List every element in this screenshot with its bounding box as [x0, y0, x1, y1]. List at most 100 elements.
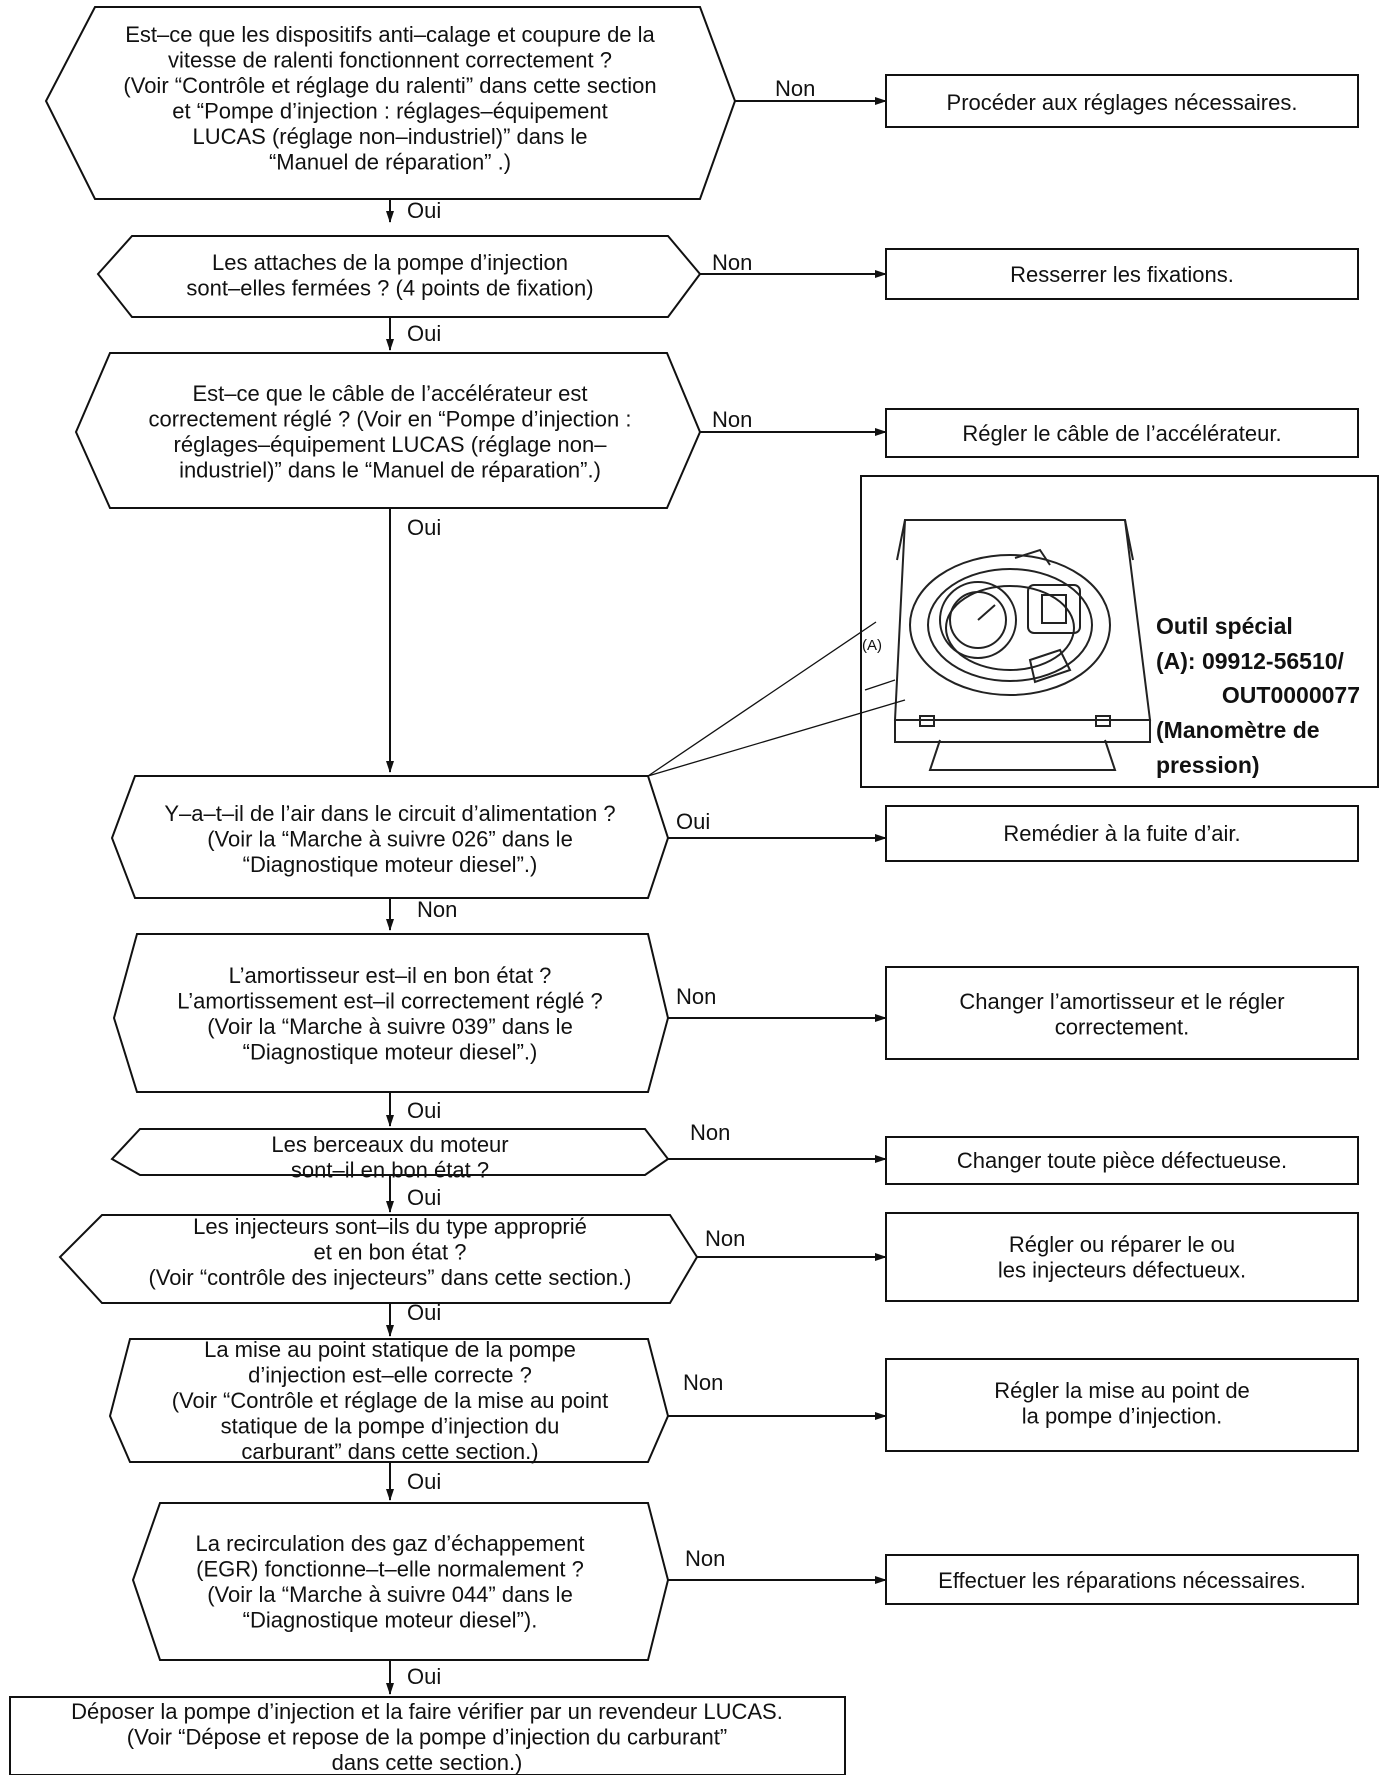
decision-3-line: industriel)” dans le “Manuel de réparati…	[179, 458, 601, 483]
decision-1-line: Est–ce que les dispositifs anti–calage e…	[125, 22, 655, 47]
decision-9-line: La recirculation des gaz d’échappement	[196, 1531, 585, 1556]
action-1-box	[885, 74, 1359, 128]
final-action-box	[9, 1696, 846, 1775]
decision-1-line: LUCAS (réglage non–industriel)” dans le	[193, 124, 588, 149]
decision-7-branch-label: Non	[705, 1226, 745, 1251]
tool-callout-lines	[647, 621, 906, 777]
decision-9-next-label: Oui	[407, 1664, 441, 1689]
decision-1-next-label: Oui	[407, 198, 441, 223]
decision-2-line: Les attaches de la pompe d’injection	[212, 250, 568, 275]
decision-5-line: L’amortisseur est–il en bon état ?	[229, 963, 552, 988]
decision-6-shape	[110, 1128, 670, 1176]
decision-6-next-label: Oui	[407, 1185, 441, 1210]
decision-8-next-label: Oui	[407, 1469, 441, 1494]
branch-label-layer: NonOuiNonOuiNonOuiOuiNonNonOuiNonOuiNonO…	[407, 76, 815, 1689]
decision-1-line: “Manuel de réparation” .)	[269, 150, 511, 175]
decision-8-line: statique de la pompe d’injection du	[221, 1414, 560, 1439]
tool-caption-line-3: OUT0000077	[1222, 682, 1360, 708]
action-2-box	[885, 248, 1359, 300]
decision-8-line: La mise au point statique de la pompe	[204, 1337, 576, 1362]
action-5-line: correctement.	[1055, 1015, 1190, 1040]
action-text-layer: Procéder aux réglages nécessaires. Resser…	[71, 90, 1306, 1775]
decision-8-line: (Voir “Contrôle et réglage de la mise au…	[172, 1388, 609, 1413]
decision-7-shape	[58, 1214, 699, 1304]
action-3-box	[885, 408, 1359, 458]
tool-caption-line-4: (Manomètre de	[1156, 717, 1320, 743]
action-8-line: Régler la mise au point de	[994, 1378, 1250, 1403]
branch-lines	[668, 97, 887, 1584]
action-7-line: les injecteurs défectueux.	[998, 1258, 1246, 1283]
decision-4-line: “Diagnostique moteur diesel”.)	[243, 852, 538, 877]
decision-7-line: et en bon état ?	[314, 1240, 467, 1265]
decision-1-line: (Voir “Contrôle et réglage du ralenti” d…	[123, 73, 656, 98]
action-8-box	[885, 1358, 1359, 1452]
decision-2-line: sont–elles fermées ? (4 points de fixati…	[186, 276, 593, 301]
decision-9-line: (Voir la “Marche à suivre 044” dans le	[207, 1582, 573, 1607]
final-action-line: dans cette section.)	[332, 1750, 523, 1775]
decision-5-next-label: Oui	[407, 1098, 441, 1123]
decision-3-next-label: Oui	[407, 515, 441, 540]
decision-9-line: (EGR) fonctionne–t–elle normalement ?	[196, 1557, 584, 1582]
decision-7-next-label: Oui	[407, 1300, 441, 1325]
decision-5-line: (Voir la “Marche à suivre 039” dans le	[207, 1014, 573, 1039]
decision-5-shape	[112, 933, 670, 1093]
action-4-line: Remédier à la fuite d’air.	[1003, 821, 1240, 846]
action-5-line: Changer l’amortisseur et le régler	[959, 989, 1284, 1014]
decision-8-branch-label: Non	[683, 1370, 723, 1395]
decision-9-line: “Diagnostique moteur diesel”).	[243, 1608, 538, 1633]
action-6-line: Changer toute pièce défectueuse.	[957, 1148, 1287, 1173]
decision-6-branch-label: Non	[690, 1120, 730, 1145]
decision-9-shape	[131, 1502, 670, 1661]
action-9-line: Effectuer les réparations nécessaires.	[938, 1568, 1306, 1593]
decision-3-shape	[74, 352, 702, 509]
decision-1-branch-label: Non	[775, 76, 815, 101]
decision-2-branch-label: Non	[712, 250, 752, 275]
action-shapes	[9, 74, 1359, 1775]
action-7-box	[885, 1212, 1359, 1302]
tool-caption-line-2: (A): 09912-56510/	[1156, 648, 1345, 674]
action-2-line: Resserrer les fixations.	[1010, 262, 1234, 287]
decision-7-line: (Voir “contrôle des injecteurs” dans cet…	[148, 1265, 631, 1290]
decision-shapes	[44, 6, 737, 1661]
decision-2-shape	[96, 235, 702, 318]
decision-9-branch-label: Non	[685, 1546, 725, 1571]
decision-6-line: Les berceaux du moteur	[271, 1132, 508, 1157]
decision-7-line: Les injecteurs sont–ils du type appropri…	[193, 1214, 587, 1239]
decision-6-line: sont–il en bon état ?	[291, 1158, 489, 1183]
decision-3-line: Est–ce que le câble de l’accélérateur es…	[192, 381, 587, 406]
decision-4-branch-label: Oui	[676, 809, 710, 834]
decision-5-line: L’amortissement est–il correctement régl…	[177, 989, 603, 1014]
decision-4-line: (Voir la “Marche à suivre 026” dans le	[207, 827, 573, 852]
tool-caption-line-1: Outil spécial	[1156, 613, 1293, 639]
decision-1-line: vitesse de ralenti fonctionnent correcte…	[168, 48, 612, 73]
decision-8-shape	[108, 1338, 670, 1463]
action-4-box	[885, 805, 1359, 862]
decision-5-branch-label: Non	[676, 984, 716, 1009]
decision-1-line: et “Pompe d’injection : réglages–équipem…	[172, 99, 607, 124]
action-7-line: Régler ou réparer le ou	[1009, 1232, 1235, 1257]
decision-3-line: réglages–équipement LUCAS (réglage non–	[174, 432, 608, 457]
final-action-line: Déposer la pompe d’injection et la faire…	[71, 1699, 783, 1724]
decision-1-shape	[44, 6, 737, 200]
decision-3-branch-label: Non	[712, 407, 752, 432]
action-9-box	[885, 1554, 1359, 1605]
action-3-line: Régler le câble de l’accélérateur.	[962, 421, 1281, 446]
action-5-box	[885, 966, 1359, 1060]
pressure-gauge-kit-image	[864, 519, 1152, 771]
decision-text-layer: Est–ce que les dispositifs anti–calage e…	[123, 22, 656, 1633]
action-8-line: la pompe d’injection.	[1022, 1404, 1223, 1429]
decision-3-line: correctement réglé ? (Voir en “Pompe d’i…	[148, 407, 631, 432]
final-action-line: (Voir “Dépose et repose de la pompe d’in…	[127, 1725, 727, 1750]
decision-4-next-label: Non	[417, 897, 457, 922]
decision-2-next-label: Oui	[407, 321, 441, 346]
decision-8-line: d’injection est–elle correcte ?	[248, 1363, 532, 1388]
action-1-line: Procéder aux réglages nécessaires.	[947, 90, 1298, 115]
special-tool-panel: (A) Outil spécial (A): 09912-56510/ OUT0…	[860, 475, 1379, 788]
action-6-box	[885, 1136, 1359, 1185]
decision-5-line: “Diagnostique moteur diesel”.)	[243, 1040, 538, 1065]
decision-4-line: Y–a–t–il de l’air dans le circuit d’alim…	[164, 801, 615, 826]
tool-caption-line-5: pression)	[1156, 752, 1260, 778]
tool-callout-label: (A)	[862, 637, 882, 654]
decision-8-line: carburant” dans cette section.)	[241, 1439, 538, 1464]
